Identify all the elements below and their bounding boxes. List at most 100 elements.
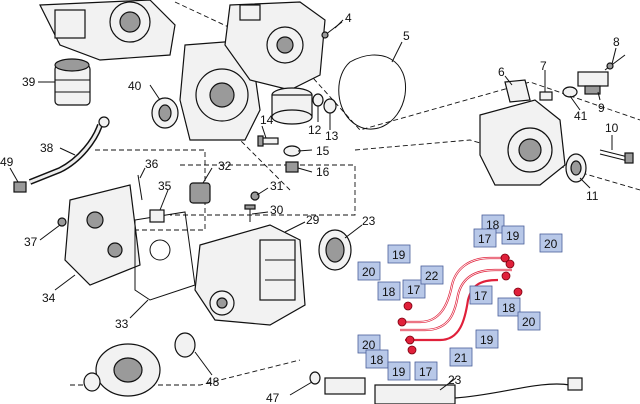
highlighted-labels: 19 20 18 17 22 20 18 19 17 21 18 17 19 2… [357, 214, 563, 381]
filter-part-33 [189, 182, 211, 204]
svg-text:21: 21 [454, 351, 468, 365]
washer-part-15 [283, 145, 301, 157]
label-41: 39 [22, 75, 36, 89]
label-10: 10 [605, 121, 619, 135]
label-34: 33 [115, 317, 129, 331]
cooler-pipes [400, 256, 512, 342]
svg-text:18: 18 [486, 218, 500, 232]
svg-text:17: 17 [419, 365, 433, 379]
wire-harness [454, 377, 583, 399]
ring-bottom-left [83, 372, 101, 392]
svg-text:17: 17 [407, 283, 421, 297]
label-8: 8 [613, 35, 620, 49]
svg-text:19: 19 [392, 365, 406, 379]
hl-22: 22 [420, 265, 444, 285]
part-7-pin [539, 80, 553, 101]
label-37: 36 [145, 157, 159, 171]
label-13: 13 [325, 129, 339, 143]
hl-20-c: 20 [539, 233, 563, 253]
ring-part-12 [312, 93, 324, 107]
label-7: 7 [540, 59, 547, 73]
plug-part-16 [285, 161, 299, 173]
label-16: 16 [316, 165, 330, 179]
ring-part-13 [323, 98, 337, 114]
part-37-pin [137, 174, 143, 201]
svg-text:18: 18 [382, 285, 396, 299]
svg-text:19: 19 [480, 333, 494, 347]
case-housing-top [39, 0, 176, 61]
svg-text:20: 20 [544, 237, 558, 251]
dashed-axis-center [229, 129, 291, 191]
svg-text:20: 20 [522, 315, 536, 329]
label-35: 34 [42, 291, 56, 305]
seal-part-29 [318, 229, 352, 271]
label-15: 15 [316, 144, 330, 158]
leader-lines [9, 19, 617, 396]
svg-text:18: 18 [502, 301, 516, 315]
bearing-cup [271, 87, 313, 125]
hl-17-c: 17 [473, 228, 497, 248]
label-30: 29 [306, 213, 320, 227]
label-32: 31 [270, 179, 284, 193]
differential-cover [95, 343, 161, 397]
fitting-part-49 [13, 181, 27, 193]
filter-part-41 [54, 58, 91, 106]
label-6: 6 [498, 65, 505, 79]
hl-19-a: 19 [387, 244, 411, 264]
shaft-bottom [324, 377, 366, 395]
label-4: 4 [345, 11, 352, 25]
screw-part-38 [57, 217, 67, 227]
part-number-labels: 8 4 5 6 7 9 10 11 41 12 13 14 15 16 40 3… [0, 11, 620, 404]
label-12: 12 [308, 123, 322, 137]
label-23-visible: 23 [448, 373, 462, 387]
label-49: 49 [0, 155, 14, 169]
rear-housing [479, 99, 566, 186]
part-47-ring [309, 371, 321, 385]
label-47: 47 [266, 391, 280, 404]
sensor-part-9 [577, 71, 609, 95]
label-48: 48 [206, 375, 220, 389]
label-33: 32 [218, 159, 232, 173]
svg-text:22: 22 [425, 269, 439, 283]
hl-17-d: 17 [469, 285, 493, 305]
label-39: 38 [40, 141, 54, 155]
label-29: 23 [362, 214, 376, 228]
seal-part-40 [151, 97, 179, 129]
label-44: 41 [574, 109, 588, 123]
label-11: 11 [586, 189, 599, 203]
hose-part-39 [28, 116, 110, 185]
label-31: 30 [270, 203, 284, 217]
seal-part-48 [174, 332, 196, 358]
dashed-outline-left [95, 149, 206, 231]
svg-text:20: 20 [362, 265, 376, 279]
seal-part-11 [565, 153, 587, 183]
bolt-part-14 [257, 135, 279, 147]
gasket-part-34 [134, 211, 196, 301]
bolt-part-32 [250, 191, 260, 201]
part-44-ring [562, 86, 578, 98]
dashed-outline-mid [170, 164, 356, 216]
label-40: 40 [128, 79, 142, 93]
part-36-plug [149, 209, 165, 223]
label-36: 35 [158, 179, 172, 193]
valve-body-part-35 [64, 184, 141, 286]
hl-18-d: 18 [497, 297, 521, 317]
gasket-part-5 [338, 54, 407, 130]
label-9: 9 [598, 101, 605, 115]
transfer-case-upper [224, 1, 326, 91]
label-38: 37 [24, 235, 38, 249]
svg-text:18: 18 [370, 353, 384, 367]
hl-19-d: 19 [475, 329, 499, 349]
hl-18-a: 18 [377, 281, 401, 301]
part-6-component [504, 79, 531, 103]
bolt-part-10 [599, 149, 634, 164]
hl-20-d: 20 [517, 311, 541, 331]
hl-20-a: 20 [357, 261, 381, 281]
label-14: 14 [260, 113, 274, 127]
hl-17-b: 17 [414, 361, 438, 381]
hl-19-c: 19 [501, 225, 525, 245]
hl-18-c: 18 [481, 214, 505, 234]
svg-text:17: 17 [474, 289, 488, 303]
